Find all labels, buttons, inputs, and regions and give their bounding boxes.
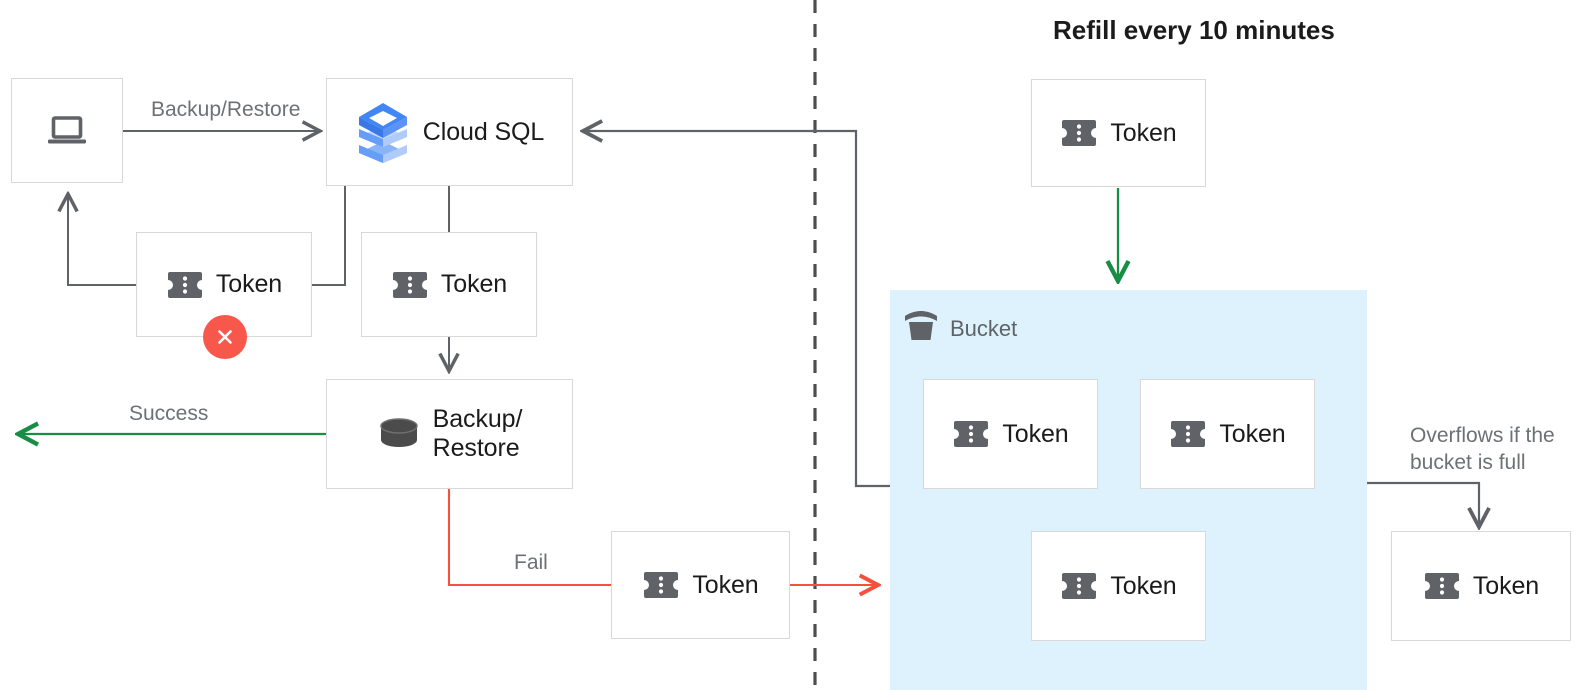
bucket-icon <box>903 310 939 347</box>
edge-fail <box>447 489 611 587</box>
node-token-bucket-1[interactable]: Token <box>923 379 1098 489</box>
node-token-bucket-3[interactable]: Token <box>1031 531 1206 641</box>
node-token-request-label: Token <box>440 270 508 299</box>
edge-label-success: Success <box>129 402 209 425</box>
node-token-failed-label: Token <box>215 270 283 299</box>
node-token-bucket-3-label: Token <box>1110 571 1177 600</box>
bucket-header: Bucket <box>903 310 1017 347</box>
token-icon <box>1060 118 1098 148</box>
node-token-bucket-2-label: Token <box>1219 419 1286 448</box>
database-icon <box>377 416 421 452</box>
token-icon <box>391 270 429 300</box>
node-token-bucket-2[interactable]: Token <box>1140 379 1315 489</box>
node-token-bucket-1-label: Token <box>1002 419 1069 448</box>
node-cloud-sql-label: Cloud SQL <box>422 117 545 146</box>
node-token-request[interactable]: Token <box>361 232 537 337</box>
token-icon <box>1423 571 1461 601</box>
edge-label-overflow: Overflows if the bucket is full <box>1410 424 1555 474</box>
edge-label-backup-restore: Backup/Restore <box>151 98 301 121</box>
cloud-sql-icon <box>355 101 411 163</box>
token-icon <box>166 270 204 300</box>
node-token-fail-path-label: Token <box>692 570 759 599</box>
token-icon <box>642 570 680 600</box>
edge-bucket-to-cloudsql <box>583 131 890 488</box>
close-icon <box>218 330 232 344</box>
node-token-refill[interactable]: Token <box>1031 79 1206 187</box>
node-token-fail-path[interactable]: Token <box>611 531 790 639</box>
token-icon <box>1060 571 1098 601</box>
node-backup-restore-label: Backup/ Restore <box>432 405 523 462</box>
edge-overflow <box>1367 481 1479 527</box>
node-token-overflow-label: Token <box>1472 571 1540 600</box>
laptop-icon <box>46 114 88 148</box>
error-badge <box>203 315 247 359</box>
node-client[interactable] <box>11 78 123 183</box>
bucket-title: Bucket <box>950 315 1018 341</box>
node-cloud-sql[interactable]: Cloud SQL <box>326 78 573 186</box>
node-token-refill-label: Token <box>1110 118 1177 147</box>
token-icon <box>1169 419 1207 449</box>
token-icon <box>952 419 990 449</box>
edge-label-fail: Fail <box>514 551 548 574</box>
diagram-title: Refill every 10 minutes <box>1053 15 1335 45</box>
node-token-overflow[interactable]: Token <box>1391 531 1571 641</box>
node-backup-restore[interactable]: Backup/ Restore <box>326 379 573 489</box>
